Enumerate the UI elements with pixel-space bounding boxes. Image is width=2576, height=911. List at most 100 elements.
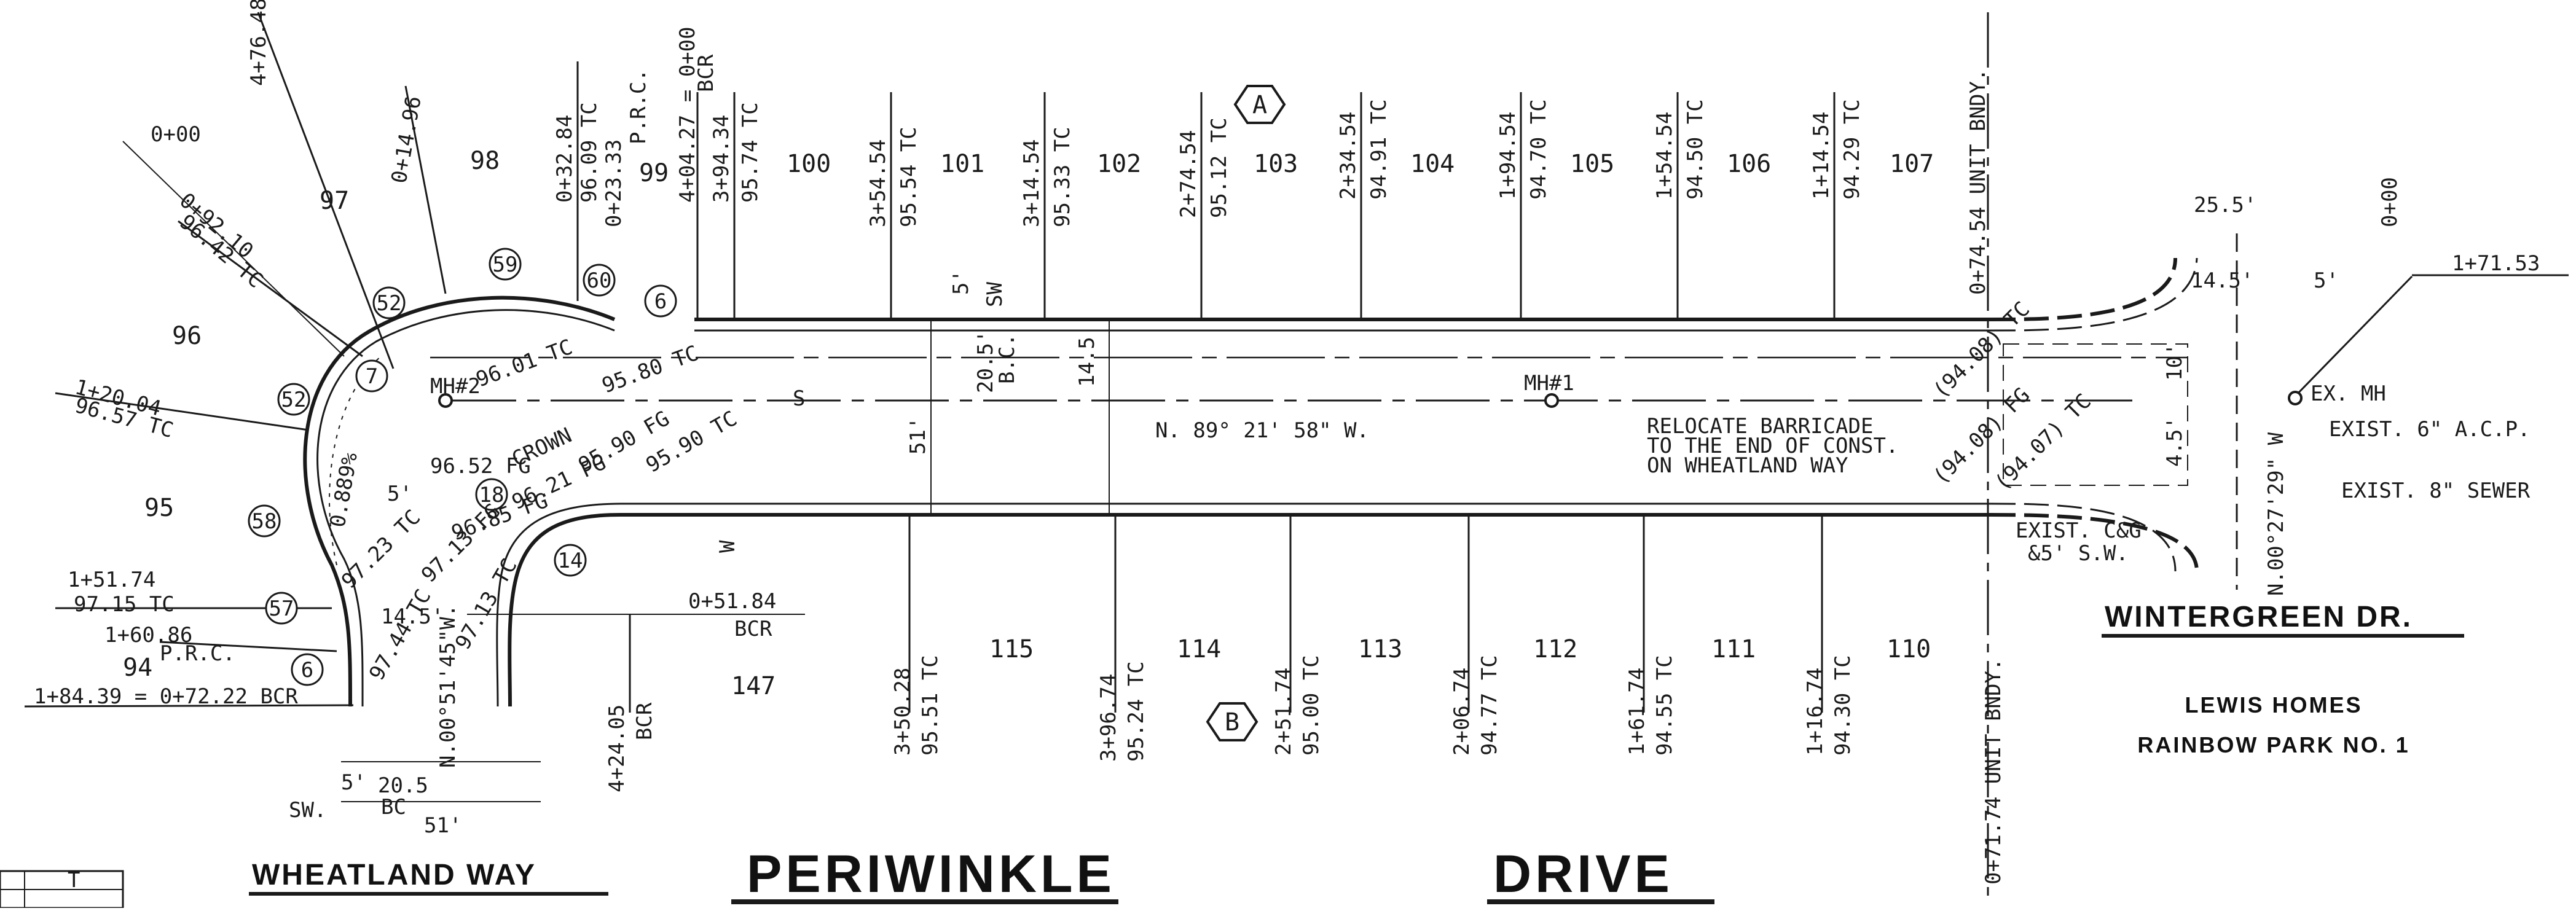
title-line-1: LEWIS HOMES [2185,692,2362,717]
svg-text:N.00°51'45"W.: N.00°51'45"W. [436,604,460,768]
svg-text:107: 107 [1890,150,1934,178]
svg-text:97.44 TC: 97.44 TC [364,585,436,685]
svg-text:102: 102 [1097,150,1141,178]
svg-text:0+23.33: 0+23.33 [602,139,626,227]
curve-callout-labels: 52 7 60 6 59 52 58 57 6 18 14 [252,252,667,682]
svg-text:3+94.34: 3+94.34 [709,115,734,203]
svg-text:BCR: BCR [632,702,657,740]
svg-text:1+51.74: 1+51.74 [68,568,155,592]
svg-text:EXIST. 8" SEWER: EXIST. 8" SEWER [2341,479,2531,503]
stations-bottom: 3+50.28 95.51 TC 3+96.74 95.24 TC 2+51.7… [605,589,2006,885]
svg-text:106: 106 [1727,150,1771,178]
street-name-wheatland: WHEATLAND WAY [252,859,536,891]
street-linework [0,12,2569,909]
svg-text:18: 18 [479,483,505,507]
svg-text:P.R.C.: P.R.C. [626,69,651,144]
svg-text:0+51.84: 0+51.84 [688,589,776,614]
svg-text:&5' S.W.: &5' S.W. [2028,541,2129,566]
svg-text:SW.: SW. [289,798,326,823]
svg-text:EXIST. C&G: EXIST. C&G [2016,518,2142,543]
svg-text:EXIST. 6" A.C.P.: EXIST. 6" A.C.P. [2329,417,2531,442]
svg-text:97.15 TC: 97.15 TC [74,592,175,617]
section-marker-b: B [1206,702,1259,741]
lot-numbers-bottom: 115 114 113 112 111 110 [989,635,1931,663]
svg-text:ON WHEATLAND WAY: ON WHEATLAND WAY [1647,453,1848,478]
svg-text:1+60.86: 1+60.86 [104,623,192,647]
svg-text:96.52 FG: 96.52 FG [430,454,531,479]
svg-text:EX. MH: EX. MH [2311,381,2386,406]
svg-text:94.91 TC: 94.91 TC [1367,99,1391,200]
svg-text:0+14.96: 0+14.96 [387,94,426,185]
legend-table-header: T [68,868,80,893]
svg-text:SW: SW [983,282,1007,307]
svg-text:1+84.39 = 0+72.22 BCR: 1+84.39 = 0+72.22 BCR [34,684,298,709]
svg-text:95.74 TC: 95.74 TC [738,102,763,203]
svg-text:6: 6 [654,289,667,314]
svg-text:1+94.54: 1+94.54 [1496,112,1520,200]
svg-text:2+74.54: 2+74.54 [1176,130,1201,218]
svg-text:25.5': 25.5' [2194,193,2256,217]
svg-text:95.80 TC: 95.80 TC [599,341,702,399]
svg-text:BCR: BCR [734,617,772,641]
svg-text:100: 100 [787,150,831,178]
svg-text:58: 58 [252,509,277,534]
svg-text:5': 5' [2314,268,2339,293]
svg-text:B: B [1225,708,1239,737]
svg-text:95: 95 [144,494,174,522]
svg-text:BC: BC [381,795,406,819]
svg-text:1+54.54: 1+54.54 [1652,112,1677,200]
svg-text:1+71.53: 1+71.53 [2452,251,2540,276]
svg-text:57: 57 [269,596,294,621]
svg-text:96: 96 [172,322,202,350]
svg-text:52: 52 [281,388,307,412]
svg-text:51': 51' [424,813,461,838]
svg-text:1+14.54: 1+14.54 [1809,112,1834,200]
svg-text:3+96.74: 3+96.74 [1096,674,1121,762]
svg-text:14.5': 14.5' [381,604,444,629]
existing-manhole [2288,391,2303,405]
svg-text:2+51.74: 2+51.74 [1271,668,1296,756]
svg-text:51': 51' [906,417,930,455]
svg-text:4+04.27 = 0+00: 4+04.27 = 0+00 [675,26,700,203]
lot-numbers-top: 100 101 102 103 104 105 106 107 [787,150,1934,178]
svg-text:14: 14 [558,549,583,573]
svg-text:7: 7 [366,364,378,389]
svg-text:1+61.74: 1+61.74 [1625,668,1649,756]
svg-text:103: 103 [1254,150,1298,178]
svg-text:RELOCATE BARRICADE: RELOCATE BARRICADE [1647,414,1873,439]
svg-text:2+34.54: 2+34.54 [1336,112,1361,200]
svg-text:TO THE END OF CONST.: TO THE END OF CONST. [1647,434,1898,458]
svg-text:94.30 TC: 94.30 TC [1831,655,1855,756]
svg-text:95.54 TC: 95.54 TC [897,127,921,227]
svg-text:14.5: 14.5 [1075,337,1099,387]
svg-text:110: 110 [1887,635,1931,663]
street-name-right: DRIVE [1493,845,1673,904]
svg-text:3+14.54: 3+14.54 [1019,139,1044,227]
svg-text:94.77 TC: 94.77 TC [1477,655,1502,756]
svg-text:95.12 TC: 95.12 TC [1207,117,1231,218]
svg-text:95.00 TC: 95.00 TC [1299,655,1324,756]
svg-text:147: 147 [731,672,776,700]
svg-text:104: 104 [1410,150,1455,178]
svg-text:5': 5' [341,770,366,795]
svg-text:14.5': 14.5' [2191,268,2253,293]
svg-text:W: W [715,540,740,553]
svg-text:BCR: BCR [694,54,718,92]
svg-text:112: 112 [1533,635,1577,663]
svg-text:111: 111 [1711,635,1756,663]
svg-text:3+54.54: 3+54.54 [866,139,890,227]
svg-text:95.51 TC: 95.51 TC [918,655,943,756]
svg-text:MH#1: MH#1 [1524,371,1574,396]
svg-text:20.5': 20.5' [973,330,998,393]
svg-text:4+24.05: 4+24.05 [605,705,629,792]
svg-text:5': 5' [949,270,973,295]
title-line-2: RAINBOW PARK NO. 1 [2137,732,2409,757]
svg-text:98: 98 [470,147,500,175]
svg-text:4+76.48: 4+76.48 [246,0,271,86]
svg-text:105: 105 [1570,150,1614,178]
svg-text:B.C.: B.C. [995,334,1019,384]
svg-text:113: 113 [1358,635,1402,663]
section-marker-a: A [1233,85,1286,124]
svg-text:3+50.28: 3+50.28 [890,668,915,756]
